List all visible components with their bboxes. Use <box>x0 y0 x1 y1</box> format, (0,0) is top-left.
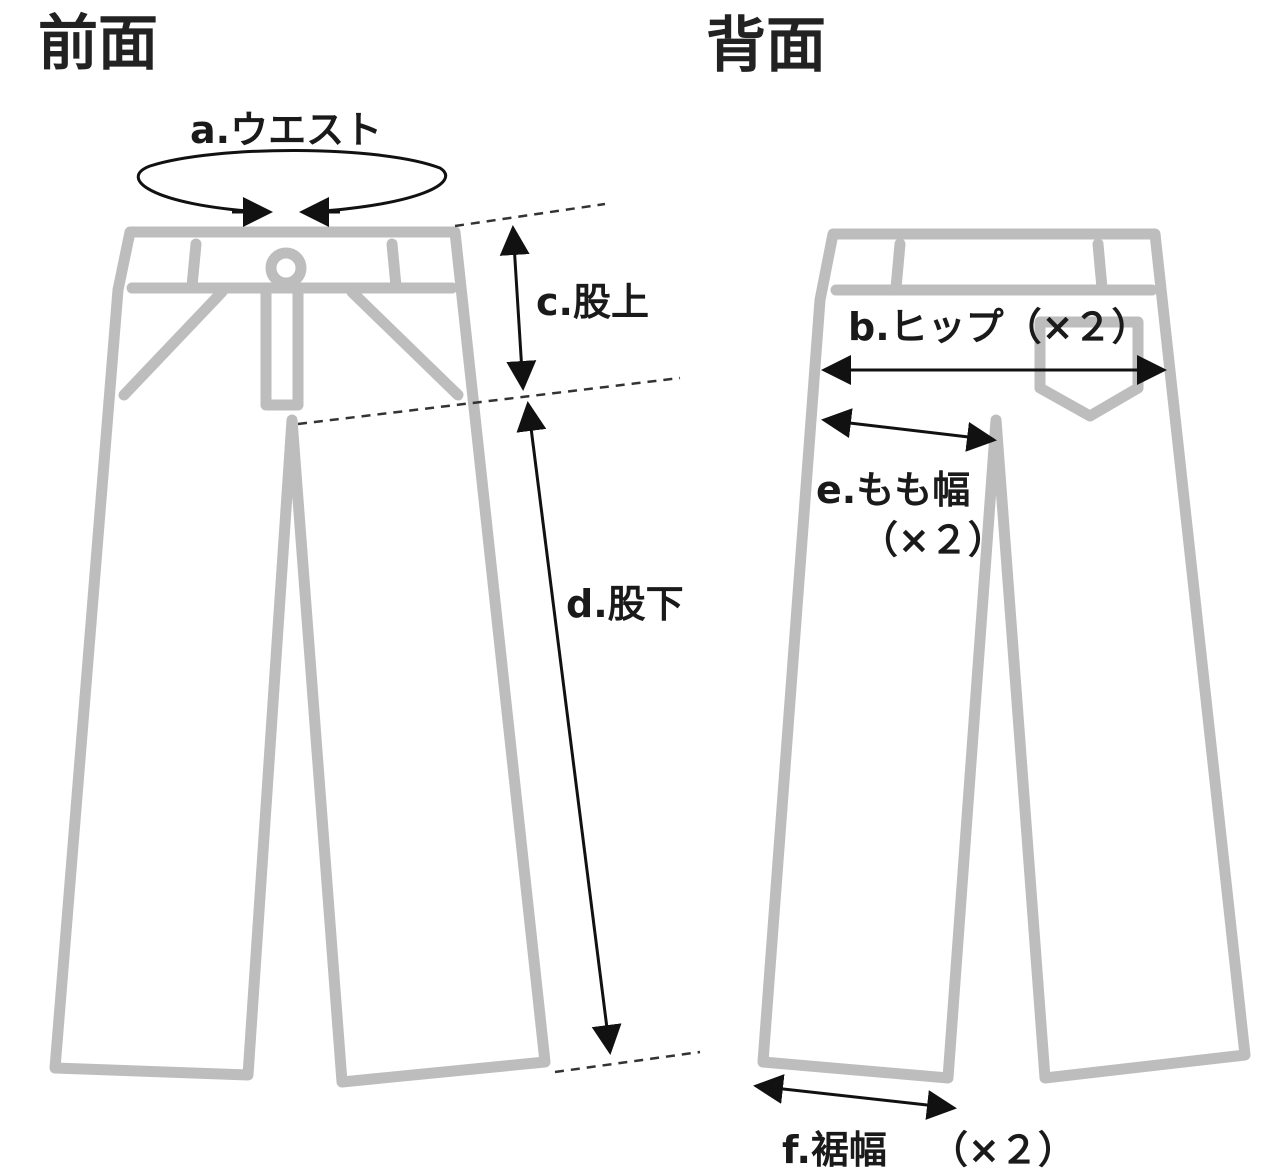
guide-line-crotch <box>297 376 681 426</box>
inseam-label: d.股下 <box>566 582 684 626</box>
guide-line-top <box>454 202 606 228</box>
back-pants-outline <box>757 228 1251 1084</box>
front-pocket-left <box>118 286 228 401</box>
back-belt-loop-right <box>1092 238 1108 294</box>
thigh-label: e.もも幅 <box>816 468 970 512</box>
back-pants <box>757 228 1251 1084</box>
hip-label: b.ヒップ（×２） <box>848 305 1149 349</box>
waist-measure <box>136 149 447 227</box>
front-pocket-right <box>346 286 464 401</box>
front-pants <box>49 226 551 1088</box>
back-title: 背面 <box>706 11 826 81</box>
rise-label: c.股上 <box>536 280 649 324</box>
rise-arrow <box>499 225 537 391</box>
thigh-multiplier-label: （×２） <box>860 518 1006 562</box>
front-pants-outline <box>49 226 551 1088</box>
inseam-arrow <box>516 401 622 1055</box>
waist-ellipse-arc <box>136 149 447 214</box>
front-belt-loop-left <box>186 238 202 292</box>
guide-line-hem <box>554 1050 701 1074</box>
front-fly <box>260 286 304 411</box>
waist-label: a.ウエスト <box>190 108 382 152</box>
hem-multiplier-label: （×２） <box>930 1128 1076 1172</box>
front-belt-loop-right <box>386 238 402 292</box>
back-belt-loop-left <box>890 238 906 294</box>
front-button <box>265 247 307 289</box>
thigh-arrow <box>821 408 997 452</box>
hem-label: f.裾幅 <box>782 1128 887 1172</box>
front-title: 前面 <box>38 9 158 79</box>
hem-arrow <box>753 1074 957 1120</box>
